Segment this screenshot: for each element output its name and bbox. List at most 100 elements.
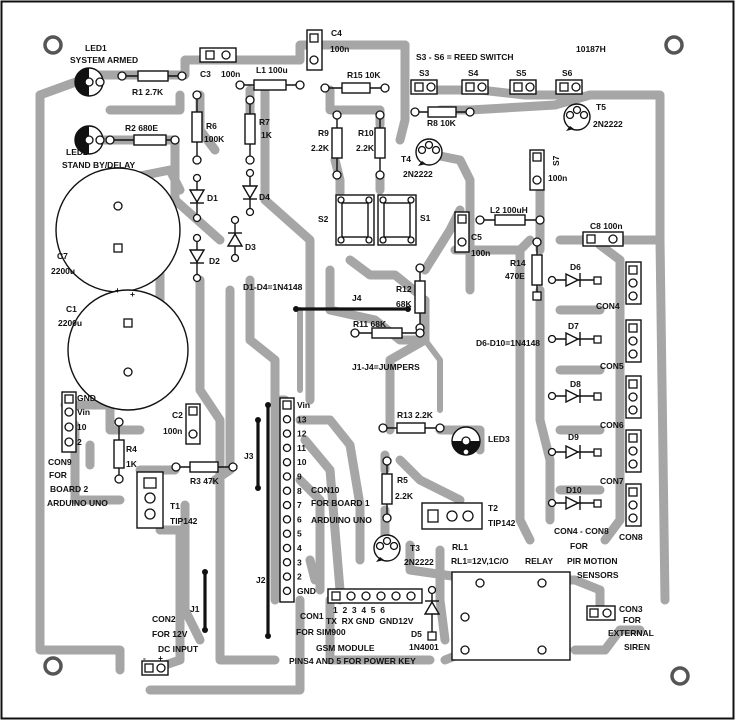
transistor-t3: T3 2N2222 — [373, 534, 434, 567]
diode-d8: D8 — [547, 379, 602, 404]
rl1-value: RL1=12V,1C/O — [451, 556, 509, 566]
r1-label: R1 2.7K — [132, 87, 164, 97]
r10-label: R10 — [358, 128, 374, 138]
con1-pin-numbers: 1 2 3 4 5 6 — [333, 605, 385, 615]
transistor-t5: T5 2N2222 — [563, 102, 623, 131]
c4-label: C4 — [331, 28, 342, 38]
switch-s2: S2 — [318, 194, 375, 246]
jumper-j4: J4 — [293, 293, 411, 312]
diode-d5: D5 1N4001 — [409, 585, 441, 652]
d6-label: D6 — [570, 262, 581, 272]
inductor-l2: L2 100uH — [475, 205, 545, 226]
led2-label: LED2 — [66, 147, 88, 157]
d6-d10-note: D6-D10=1N4148 — [476, 338, 540, 348]
t5-label: T5 — [596, 102, 606, 112]
c1-label: C1 — [66, 304, 77, 314]
resistor-r8: R8 10K — [410, 106, 475, 128]
d10-label: D10 — [566, 485, 582, 495]
con5-label: CON5 — [600, 361, 624, 371]
arduino-pin-pad — [282, 457, 292, 467]
r15-label: R15 10K — [347, 70, 381, 80]
led1-label: LED1 — [85, 43, 107, 53]
d8-label: D8 — [570, 379, 581, 389]
l1-label: L1 100u — [256, 65, 288, 75]
sensors-label: SENSORS — [577, 570, 619, 580]
connector-con3: CON3 FOR EXTERNAL SIREN — [586, 604, 654, 652]
resistor-r14: R14 470E — [505, 237, 543, 301]
diode-d9: D9 — [547, 432, 602, 460]
jumper-j2-wire — [265, 402, 271, 639]
arduino-pin-label: GND — [297, 586, 316, 596]
c8-label: C8 100n — [590, 221, 623, 231]
j2-label: J2 — [256, 575, 266, 585]
r9-value: 2.2K — [311, 143, 330, 153]
led2: LED2 STAND BY/DELAY — [62, 125, 136, 170]
transistor-t4: T4 2N2222 — [401, 138, 443, 179]
arduino-pin-pad — [282, 529, 292, 538]
r8-label: R8 10K — [427, 118, 457, 128]
system-armed-label: SYSTEM ARMED — [70, 55, 138, 65]
d3-label: D3 — [245, 242, 256, 252]
c5-label: C5 — [471, 232, 482, 242]
resistor-r4: R4 1K — [113, 417, 138, 484]
r14-value: 470E — [505, 271, 525, 281]
d4-label: D4 — [259, 192, 270, 202]
c4-value: 100n — [330, 44, 349, 54]
con10-desc: FOR BOARD 1 — [311, 498, 370, 508]
reed-switch-s5: S5 — [509, 68, 537, 95]
resistor-r10: R10 2.2K — [356, 110, 386, 180]
con3-siren: SIREN — [624, 642, 650, 652]
standby-delay-label: STAND BY/DELAY — [62, 160, 136, 170]
diode-d10: D10 — [547, 485, 602, 511]
jumper-note: J1-J4=JUMPERS — [352, 362, 420, 372]
arduino-pin-pad — [282, 500, 292, 510]
arduino-pin-pad — [282, 515, 292, 524]
arduino-pin-label: 13 — [297, 414, 307, 424]
arduino-pin-pad — [282, 572, 292, 581]
s6-label: S6 — [562, 68, 573, 78]
pins45-label: PINS4 AND 5 FOR POWER KEY — [289, 656, 416, 666]
switch-s1: S1 — [377, 194, 431, 246]
diode-note: D1-D4=1N4148 — [243, 282, 303, 292]
r4-label: R4 — [126, 444, 137, 454]
t3-label: T3 — [410, 543, 420, 553]
con10-label: CON10 — [311, 485, 340, 495]
diode-d4: D4 — [241, 168, 270, 217]
c2-label: C2 — [172, 410, 183, 420]
relay-label: RELAY — [525, 556, 553, 566]
r12-value: 68K — [396, 299, 412, 309]
con4-label: CON4 — [596, 301, 620, 311]
led1: LED1 SYSTEM ARMED — [70, 43, 138, 97]
resistor-r13: R13 2.2K — [378, 410, 445, 434]
t4-label: T4 — [401, 154, 411, 164]
arduino-pin-pad — [282, 472, 292, 481]
resistor-r9: R9 2.2K — [311, 110, 343, 180]
connector-con8: CON8 — [619, 483, 643, 542]
capacitor-c3: C3 100n — [199, 47, 240, 79]
capacitor-c4: C4 100n — [306, 28, 349, 71]
arduino-pin-label: 5 — [297, 529, 302, 539]
plus-b: + — [130, 289, 135, 299]
d5-value: 1N4001 — [409, 642, 439, 652]
r4-value: 1K — [126, 459, 138, 469]
j3-label: J3 — [244, 451, 254, 461]
arduino-pin-label: 12 — [297, 429, 307, 439]
j4-label: J4 — [352, 293, 362, 303]
arduino-pin-pad — [282, 558, 292, 567]
capacitor-c5: C5 100n — [454, 211, 490, 258]
capacitor-c1: + + C1 2200u — [58, 285, 189, 411]
con9-board2: BOARD 2 — [50, 484, 89, 494]
con1-signals: TX RX GND GND12V — [326, 616, 414, 626]
c7-label: C7 — [57, 251, 68, 261]
resistor-r6: R6 100K — [191, 90, 225, 165]
s5-label: S5 — [516, 68, 527, 78]
r3-label: R3 47K — [190, 476, 220, 486]
s1-label: S1 — [420, 213, 431, 223]
arduino-pin-pad — [282, 586, 292, 596]
arduino-pin-label: 8 — [297, 486, 302, 496]
reed-switch-s4: S4 — [461, 68, 489, 95]
relay-rl1: RL1 RL1=12V,1C/O RELAY — [451, 542, 571, 661]
con9-for: FOR — [49, 470, 67, 480]
resistor-r7: R7 1K — [244, 95, 273, 165]
